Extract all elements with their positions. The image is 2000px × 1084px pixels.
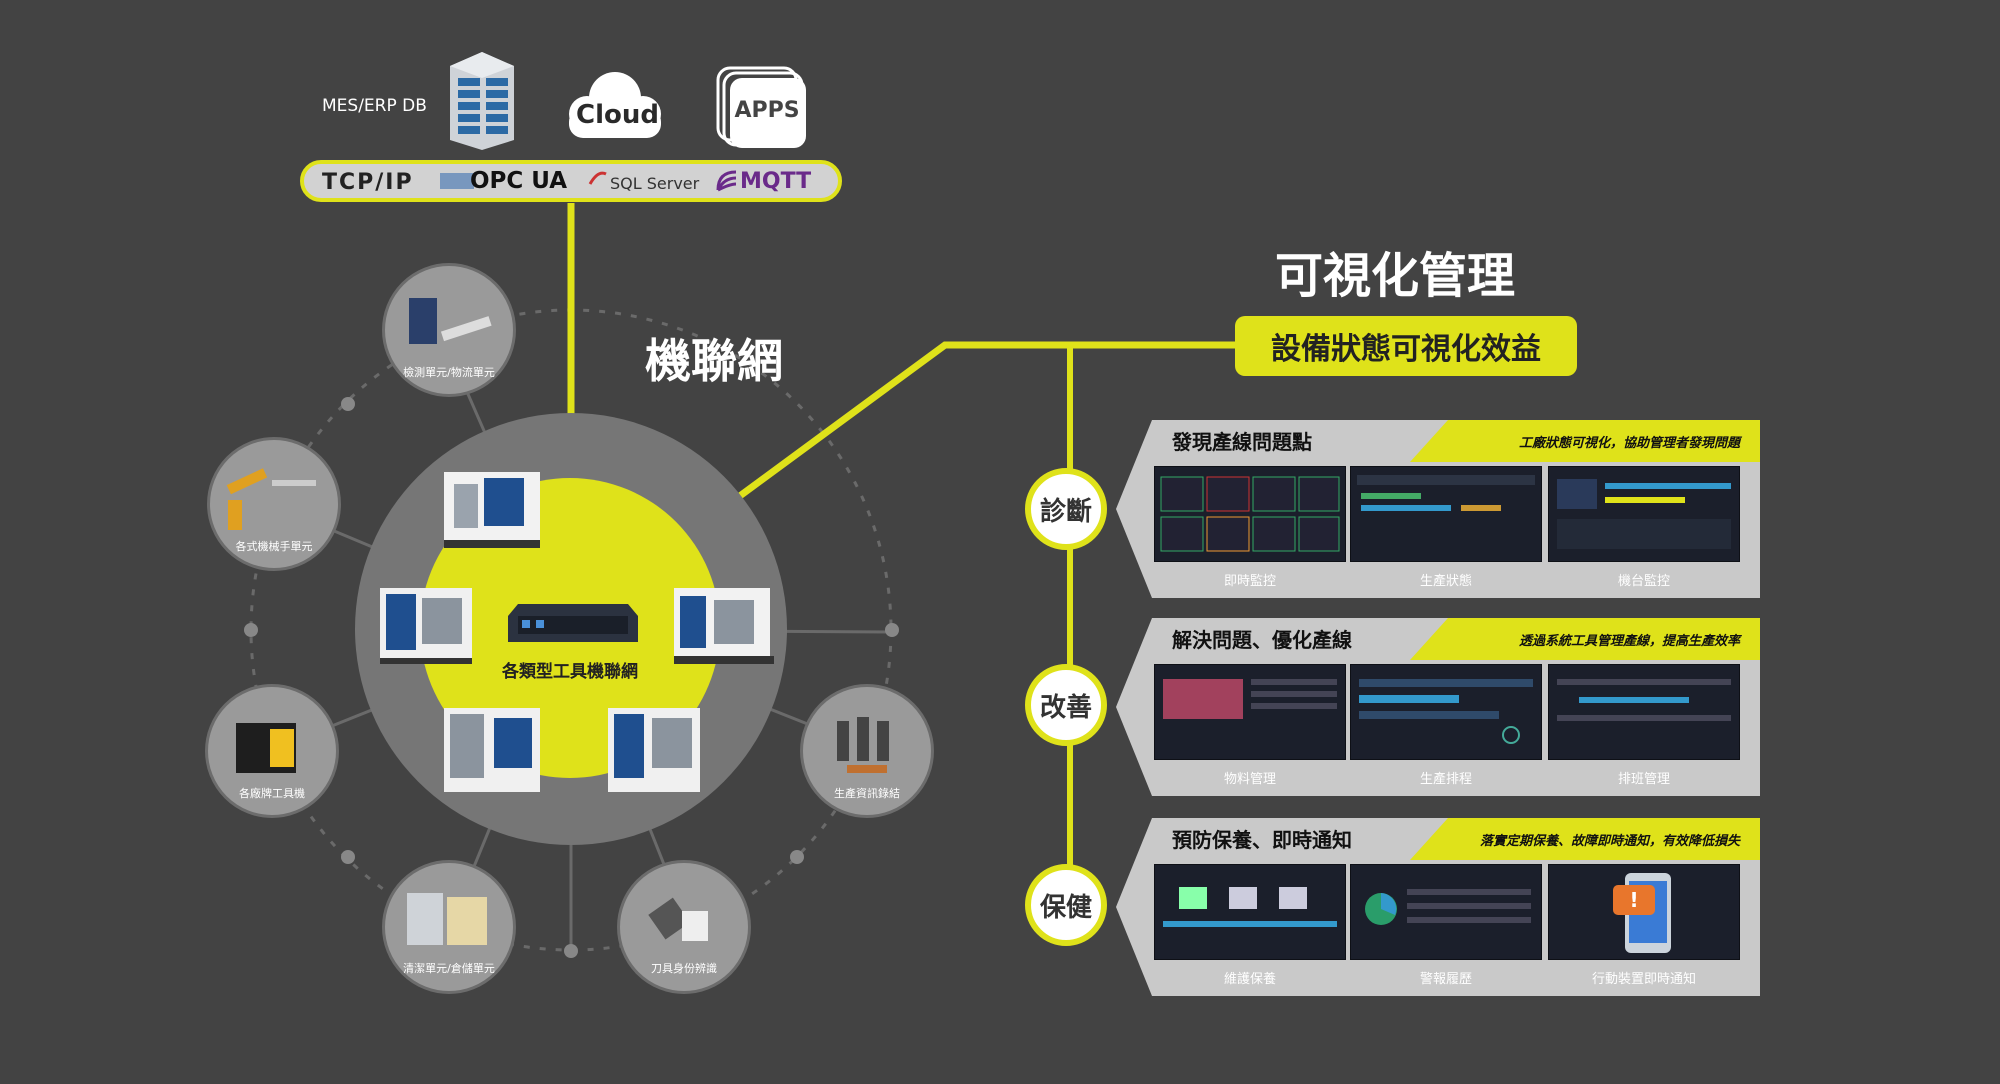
protocol-mqtt: MQTT [740, 169, 811, 194]
screenshot-caption: 排班管理 [1548, 768, 1740, 787]
badge-diagnosis: 診斷 [1025, 468, 1107, 550]
ring-node [564, 944, 578, 958]
mobile-alert-icon: ! [1549, 865, 1739, 959]
screenshot-caption: 警報履歷 [1350, 968, 1542, 987]
satellite-label: 檢測單元/物流單元 [384, 364, 514, 380]
screenshot-caption: 機台監控 [1548, 570, 1740, 589]
cnc-machine-icon [672, 586, 776, 666]
screenshot-thumbnail [1154, 864, 1346, 960]
ring-node [790, 850, 804, 864]
mqtt-icon [716, 170, 738, 192]
ring-node [341, 397, 355, 411]
ring-node [244, 623, 258, 637]
screenshot-caption: 即時監控 [1154, 570, 1346, 589]
panel-maintenance: 預防保養、即時通知 落實定期保養、故障即時通知，有效降低損失 ! 維護保養 警報… [1116, 818, 1760, 996]
badge-maintenance: 保健 [1025, 864, 1107, 946]
screenshot-thumbnail [1350, 466, 1542, 562]
ring-node [885, 623, 899, 637]
satellite-label: 各式機械手單元 [209, 538, 339, 554]
panel-title: 預防保養、即時通知 [1172, 824, 1352, 853]
panel-subtitle: 落實定期保養、故障即時通知，有效降低損失 [1480, 830, 1740, 849]
cnc-machine-icon [604, 700, 704, 796]
screenshot-caption: 物料管理 [1154, 768, 1346, 787]
panel-subtitle: 透過系統工具管理產線，提高生產效率 [1519, 630, 1740, 649]
cnc-machine-icon [440, 700, 544, 796]
screenshot-thumbnail [1154, 664, 1346, 760]
screenshot-caption: 維護保養 [1154, 968, 1346, 987]
panel-subtitle: 工廠狀態可視化，協助管理者發現問題 [1519, 432, 1740, 451]
screenshot-thumbnail: ! [1548, 864, 1740, 960]
visual-subtitle: 設備狀態可視化效益 [1235, 316, 1577, 376]
panel-title: 解決問題、優化產線 [1172, 624, 1352, 653]
protocol-opcua: OPC UA [470, 168, 567, 194]
svg-text:!: ! [1629, 888, 1638, 912]
cnc-machine-icon [378, 586, 474, 666]
screenshot-thumbnail [1350, 664, 1542, 760]
db-label: MES/ERP DB [322, 96, 427, 116]
cnc-machine-icon [440, 468, 544, 550]
panel-title: 發現產線問題點 [1172, 426, 1312, 455]
badge-improvement: 改善 [1025, 664, 1107, 746]
panel-improvement: 解決問題、優化產線 透過系統工具管理產線，提高生產效率 物料管理 生產排程 排班… [1116, 618, 1760, 796]
network-title: 機聯網 [645, 325, 783, 391]
protocol-tcpip: TCP/IP [322, 170, 414, 195]
iot-gateway-icon [508, 590, 638, 644]
screenshot-thumbnail [1154, 466, 1346, 562]
panel-diagnosis: 發現產線問題點 工廠狀態可視化，協助管理者發現問題 即時監控 生產狀態 機台監控 [1116, 420, 1760, 598]
screenshot-caption: 生產狀態 [1350, 570, 1542, 589]
center-label: 各類型工具機聯網 [470, 657, 670, 682]
screenshot-caption: 行動裝置即時通知 [1548, 968, 1740, 987]
ring-node [341, 850, 355, 864]
satellite-label: 清潔單元/倉儲單元 [384, 960, 514, 976]
server-icon [450, 52, 514, 150]
protocol-sqlserver: SQL Server [610, 174, 699, 193]
satellite-label: 各廠牌工具機 [207, 785, 337, 801]
screenshot-thumbnail [1548, 664, 1740, 760]
sqlserver-icon [588, 168, 608, 188]
cloud-label: Cloud [576, 100, 656, 130]
screenshot-thumbnail [1548, 466, 1740, 562]
satellite-label: 生產資訊錄結 [802, 785, 932, 801]
satellite-label: 刀具身份辨識 [619, 960, 749, 976]
apps-label: APPS [730, 98, 804, 123]
screenshot-thumbnail [1350, 864, 1542, 960]
screenshot-caption: 生產排程 [1350, 768, 1542, 787]
visual-title: 可視化管理 [1275, 236, 1515, 306]
